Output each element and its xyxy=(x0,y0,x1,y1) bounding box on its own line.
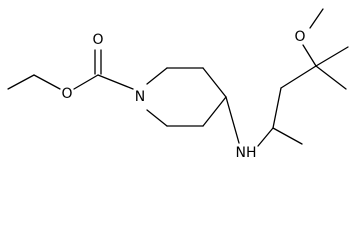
ch-methyl-bond xyxy=(272,127,303,145)
ch2-quaternary-bond xyxy=(280,65,317,89)
chemical-structure-diagram: O O N NH O xyxy=(7,8,349,161)
ethyl-methyl-bond xyxy=(7,74,35,90)
ch-ch2-bond xyxy=(272,87,282,129)
quaternary-methyl-down-bond xyxy=(315,65,347,90)
quaternary-methyl-right-bond xyxy=(315,46,349,67)
amine-nh-label: NH xyxy=(236,145,257,161)
quaternary-o-bond xyxy=(302,44,317,67)
ether-o-methyl-bond xyxy=(309,8,324,29)
ring-bond-n-top xyxy=(146,67,168,85)
carbonyl-oxygen-label: O xyxy=(92,32,103,48)
c4-nh-bond xyxy=(225,96,240,144)
ester-oxygen-label: O xyxy=(61,86,72,102)
ring-bond-n-bottom xyxy=(146,109,168,127)
ring-bond-bottom-right xyxy=(202,96,227,127)
ester-o-carbonyl-bond xyxy=(73,74,99,90)
ethyl-ch2-o-bond xyxy=(33,74,61,90)
ring-nitrogen-label: N xyxy=(135,89,145,105)
ether-oxygen-label: O xyxy=(294,29,305,45)
ring-bond-top-right xyxy=(202,67,227,98)
nh-ch-bond xyxy=(257,127,274,147)
carbonyl-n-bond xyxy=(97,74,134,90)
